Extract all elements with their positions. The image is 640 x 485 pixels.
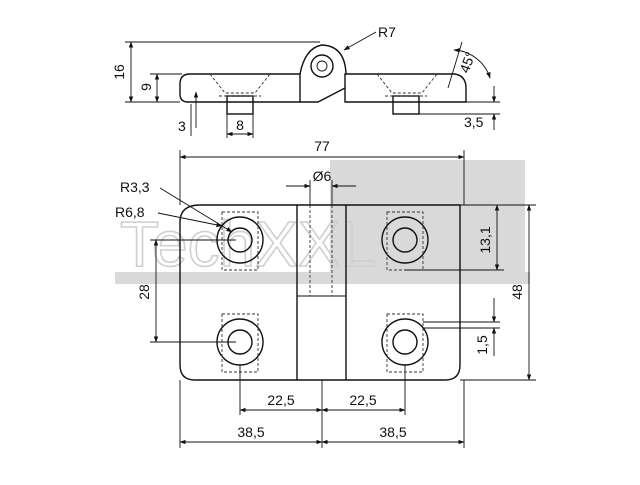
- dim-offset-3-5: 3,5: [464, 114, 484, 130]
- dim-height-16: 16: [111, 64, 127, 80]
- bolt-left: [226, 95, 254, 115]
- dim-half-right-38-5: 38,5: [379, 424, 406, 440]
- dim-angle-45: 45°: [456, 50, 478, 75]
- dim-spacing-right-22-5: 22,5: [349, 392, 376, 408]
- countersink-right: [376, 73, 438, 94]
- hole-bottom-right: [381, 313, 429, 373]
- dim-half-left-38-5: 38,5: [237, 424, 264, 440]
- knuckle-outline: [299, 44, 347, 75]
- radius-r7: R7: [378, 24, 396, 40]
- dim-height-9: 9: [138, 83, 154, 91]
- watermark-block: [330, 160, 525, 284]
- dim-width-77: 77: [314, 138, 330, 154]
- knuckle-joint: [300, 87, 346, 103]
- dim-height-48: 48: [509, 284, 525, 300]
- dim-recess-8: 8: [236, 117, 244, 133]
- watermark-text: TechXXL: [120, 208, 376, 280]
- dim-spacing-28: 28: [136, 284, 152, 300]
- countersink-left: [209, 73, 271, 94]
- top-view: 77 Ø6 R3,3 R6,8 28 48 13,1 1,5: [115, 138, 536, 448]
- dim-spacing-left-22-5: 22,5: [267, 392, 294, 408]
- dim-edge-13-1: 13,1: [477, 226, 493, 253]
- pin-inner-circle: [316, 60, 328, 72]
- side-view: 16 9 3 8 R7 45° 3,5: [111, 24, 500, 138]
- dim-leaf-thickness-3: 3: [178, 118, 186, 134]
- radius-r6-8: R6,8: [115, 204, 145, 220]
- watermark-bar: [115, 272, 530, 284]
- bolt-right: [392, 95, 420, 115]
- radius-r3-3: R3,3: [120, 179, 150, 195]
- right-leaf-outline: [344, 73, 467, 103]
- hole-bottom-left: [216, 313, 264, 373]
- pin-circle: [310, 54, 334, 78]
- dim-pin-diameter: Ø6: [313, 168, 332, 184]
- hinge-outline: [179, 204, 461, 381]
- dim-hole-offset-1-5: 1,5: [474, 335, 490, 355]
- left-leaf-outline: [179, 73, 301, 103]
- watermark: TechXXL: [115, 160, 530, 284]
